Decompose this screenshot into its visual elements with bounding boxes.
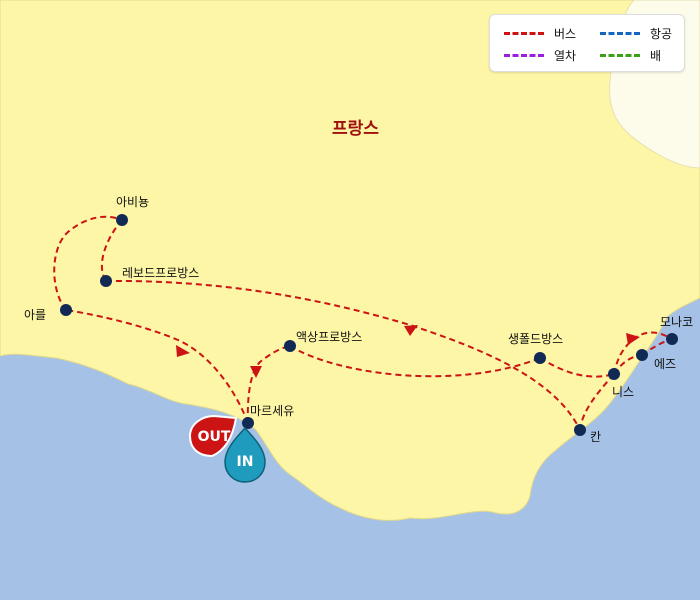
legend-label-bus: 버스 [554, 26, 577, 41]
arrow-marker [626, 333, 640, 345]
city-dot-cannes[interactable] [574, 424, 586, 436]
city-dot-eze[interactable] [636, 349, 648, 361]
route-marseille-aix [246, 345, 291, 424]
legend-line-ship [600, 53, 640, 57]
city-dot-marseille[interactable] [242, 417, 254, 429]
arrow-marker [250, 366, 262, 378]
land-france [0, 0, 700, 521]
legend-line-bus [504, 31, 544, 35]
arrow-marker [176, 345, 190, 357]
city-dot-stpaul[interactable] [534, 352, 546, 364]
city-label-lesbaux: 레보드프로방스 [122, 266, 200, 280]
city-dot-nice[interactable] [608, 368, 620, 380]
city-label-avignon: 아비뇽 [116, 195, 150, 209]
country-label: 프랑스 [332, 119, 379, 139]
city-label-stpaul: 생폴드방스 [508, 332, 564, 346]
out-badge-text: OUT [198, 429, 231, 445]
city-label-arles: 아를 [24, 308, 47, 322]
arrow-marker [404, 325, 418, 336]
city-label-nice: 니스 [612, 385, 635, 399]
city-dot-aix[interactable] [284, 340, 296, 352]
city-label-aix: 액상프로방스 [296, 330, 363, 344]
city-label-monaco: 모나코 [660, 315, 694, 329]
route-marseille-arles [65, 309, 249, 424]
city-dot-lesbaux[interactable] [100, 275, 112, 287]
legend-item-air: 항공 [600, 25, 672, 41]
route-nice-monaco [613, 331, 673, 375]
legend-item-ship: 배 [600, 47, 661, 63]
in-badge: IN [224, 426, 266, 483]
legend-item-train: 열차 [504, 47, 576, 63]
city-label-cannes: 칸 [590, 430, 602, 444]
city-dot-monaco[interactable] [666, 333, 678, 345]
legend-label-train: 열차 [554, 48, 577, 63]
route-arrows [176, 325, 640, 378]
in-badge-text: IN [237, 454, 254, 470]
city-label-marseille: 마르세유 [250, 404, 295, 418]
route-arles-avignon [53, 215, 123, 311]
legend-item-bus: 버스 [504, 25, 576, 41]
route-lesbaux-cannes [105, 279, 581, 431]
route-aix-stpaul [289, 345, 541, 378]
out-badge: OUT [188, 414, 238, 458]
city-label-eze: 에즈 [654, 357, 677, 371]
legend: 버스 항공 열차 배 [489, 14, 685, 72]
legend-line-train [504, 53, 544, 57]
city-dots [60, 214, 678, 436]
legend-label-ship: 배 [650, 48, 662, 63]
legend-label-air: 항공 [650, 26, 673, 41]
city-dot-arles[interactable] [60, 304, 72, 316]
legend-line-air [600, 31, 640, 35]
city-dot-avignon[interactable] [116, 214, 128, 226]
